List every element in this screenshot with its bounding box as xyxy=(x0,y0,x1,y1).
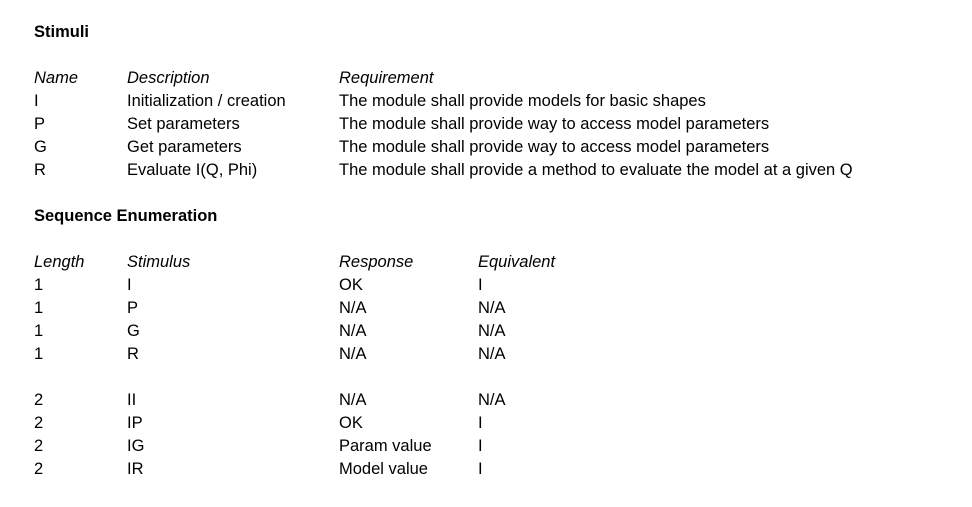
header-description: Description xyxy=(127,69,210,87)
sequence-response: OK xyxy=(339,276,363,294)
sequence-equivalent: I xyxy=(478,460,483,478)
sequence-response: Param value xyxy=(339,437,432,455)
stimulus-name: P xyxy=(34,115,46,133)
sequence-row: 1 I OK I xyxy=(34,275,972,298)
sequence-stimulus: II xyxy=(127,391,137,409)
sequence-response: N/A xyxy=(339,345,367,363)
sequence-table-header: Length Stimulus Response Equivalent xyxy=(34,252,972,275)
spacer xyxy=(34,45,972,68)
document: Stimuli Name Description Requirement I I… xyxy=(34,22,972,482)
sequence-length: 2 xyxy=(34,437,44,455)
stimulus-name: R xyxy=(34,161,46,179)
stimulus-description: Evaluate I(Q, Phi) xyxy=(127,161,258,179)
sequence-row: 2 IR Model value I xyxy=(34,459,972,482)
stimulus-description: Initialization / creation xyxy=(127,92,286,110)
stimulus-requirement: The module shall provide way to access m… xyxy=(339,115,770,133)
stimuli-heading: Stimuli xyxy=(34,23,90,41)
sequence-length: 2 xyxy=(34,460,44,478)
stimuli-row: I Initialization / creation The module s… xyxy=(34,91,972,114)
sequence-heading: Sequence Enumeration xyxy=(34,207,218,225)
sequence-stimulus: G xyxy=(127,322,140,340)
stimulus-requirement: The module shall provide way to access m… xyxy=(339,138,770,156)
stimulus-requirement: The module shall provide models for basi… xyxy=(339,92,706,110)
sequence-equivalent: I xyxy=(478,414,483,432)
sequence-stimulus: I xyxy=(127,276,132,294)
header-name: Name xyxy=(34,69,79,87)
sequence-length: 1 xyxy=(34,345,44,363)
header-length: Length xyxy=(34,253,85,271)
stimuli-row: R Evaluate I(Q, Phi) The module shall pr… xyxy=(34,160,972,183)
sequence-stimulus: P xyxy=(127,299,139,317)
stimulus-name: G xyxy=(34,138,47,156)
sequence-row: 1 R N/A N/A xyxy=(34,344,972,367)
sequence-row: 1 P N/A N/A xyxy=(34,298,972,321)
stimulus-description: Get parameters xyxy=(127,138,242,156)
sequence-response: N/A xyxy=(339,322,367,340)
header-equivalent: Equivalent xyxy=(478,253,556,271)
sequence-length: 2 xyxy=(34,414,44,432)
spacer xyxy=(34,229,972,252)
stimulus-requirement: The module shall provide a method to eva… xyxy=(339,161,853,179)
stimulus-name: I xyxy=(34,92,39,110)
sequence-length: 1 xyxy=(34,322,44,340)
sequence-stimulus: IP xyxy=(127,414,143,432)
sequence-row: 1 G N/A N/A xyxy=(34,321,972,344)
stimuli-row: P Set parameters The module shall provid… xyxy=(34,114,972,137)
stimulus-description: Set parameters xyxy=(127,115,240,133)
sequence-response: N/A xyxy=(339,299,367,317)
sequence-equivalent: N/A xyxy=(478,322,506,340)
sequence-equivalent: N/A xyxy=(478,345,506,363)
sequence-response: OK xyxy=(339,414,363,432)
sequence-equivalent: I xyxy=(478,437,483,455)
sequence-stimulus: IG xyxy=(127,437,145,455)
header-requirement: Requirement xyxy=(339,69,434,87)
stimuli-row: G Get parameters The module shall provid… xyxy=(34,137,972,160)
sequence-equivalent: N/A xyxy=(478,391,506,409)
sequence-row: 2 II N/A N/A xyxy=(34,390,972,413)
sequence-response: Model value xyxy=(339,460,428,478)
spacer xyxy=(34,183,972,206)
sequence-stimulus: IR xyxy=(127,460,144,478)
sequence-equivalent: N/A xyxy=(478,299,506,317)
sequence-row: 2 IP OK I xyxy=(34,413,972,436)
sequence-response: N/A xyxy=(339,391,367,409)
sequence-length: 1 xyxy=(34,299,44,317)
spacer xyxy=(34,367,972,390)
header-stimulus: Stimulus xyxy=(127,253,191,271)
stimuli-table-header: Name Description Requirement xyxy=(34,68,972,91)
header-response: Response xyxy=(339,253,414,271)
sequence-length: 1 xyxy=(34,276,44,294)
sequence-equivalent: I xyxy=(478,276,483,294)
sequence-length: 2 xyxy=(34,391,44,409)
sequence-row: 2 IG Param value I xyxy=(34,436,972,459)
sequence-stimulus: R xyxy=(127,345,139,363)
